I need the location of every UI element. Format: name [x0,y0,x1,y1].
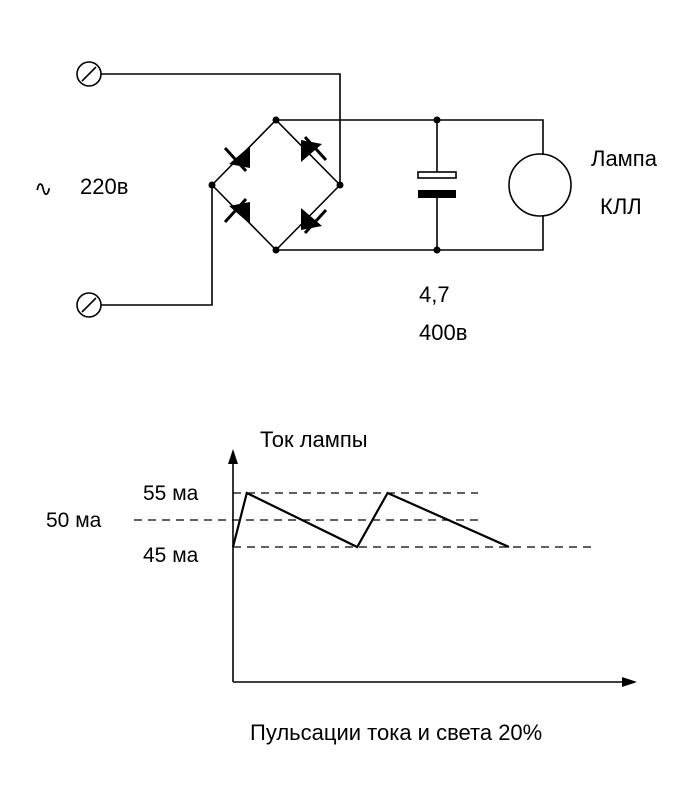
source-voltage-label: 220в [80,174,128,199]
wire-input-top [101,73,341,185]
y-axis-arrow [228,449,238,464]
y-tick-label-55: 55 ма [143,482,199,505]
chart: Ток лампы 55 ма 50 ма 45 ма Пульсации то… [46,427,637,745]
lamp-label-line2: КЛЛ [600,194,642,219]
diode-bridge [211,119,341,251]
wire-output-bottom [276,215,544,251]
diode-bottom-right [301,208,328,235]
junction-dots [208,116,441,254]
capacitor-voltage-label: 400в [419,320,467,345]
lamp-label-line1: Лампа [591,146,658,171]
chart-caption: Пульсации тока и света 20% [250,720,542,745]
reference-lines [134,492,592,548]
y-tick-label-45: 45 ма [143,544,199,567]
terminal-bottom [76,292,102,318]
lamp [508,153,572,217]
diode-top-right [301,135,328,162]
circuit [76,61,572,318]
diode-bottom-left [223,197,250,224]
diode-top-left [223,146,250,173]
source-symbol: ∿ [34,176,52,201]
capacitor-value-label: 4,7 [419,282,450,307]
capacitor [417,120,457,250]
wire-output-top [276,119,544,155]
y-tick-label-50: 50 ма [46,509,102,532]
terminal-top [76,61,102,87]
wire-input-bottom [101,185,213,306]
chart-title: Ток лампы [260,427,368,452]
chart-axes [228,449,637,687]
x-axis-arrow [622,677,637,687]
current-waveform [231,491,510,549]
